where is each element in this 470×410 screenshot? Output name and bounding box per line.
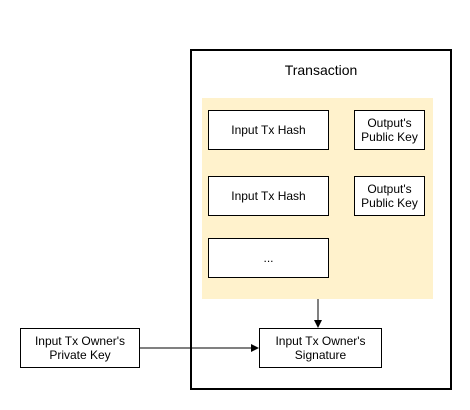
signature-box: Input Tx Owner's Signature <box>259 328 382 368</box>
ellipsis-box: ... <box>208 238 329 278</box>
transaction-title: Transaction <box>284 62 358 78</box>
input-tx-hash-label-2: Input Tx Hash <box>231 189 306 203</box>
output-public-key-label-2: Output's Public Key <box>361 182 418 210</box>
output-public-key-box-1: Output's Public Key <box>354 110 425 150</box>
input-tx-hash-box-1: Input Tx Hash <box>208 110 329 150</box>
output-public-key-box-2: Output's Public Key <box>354 176 425 216</box>
input-tx-hash-box-2: Input Tx Hash <box>208 176 329 216</box>
signature-label: Input Tx Owner's Signature <box>275 334 366 362</box>
input-tx-hash-label-1: Input Tx Hash <box>231 123 306 137</box>
private-key-box: Input Tx Owner's Private Key <box>20 328 140 368</box>
output-public-key-label-1: Output's Public Key <box>361 116 418 144</box>
private-key-label: Input Tx Owner's Private Key <box>34 334 126 362</box>
ellipsis-label: ... <box>263 251 274 265</box>
